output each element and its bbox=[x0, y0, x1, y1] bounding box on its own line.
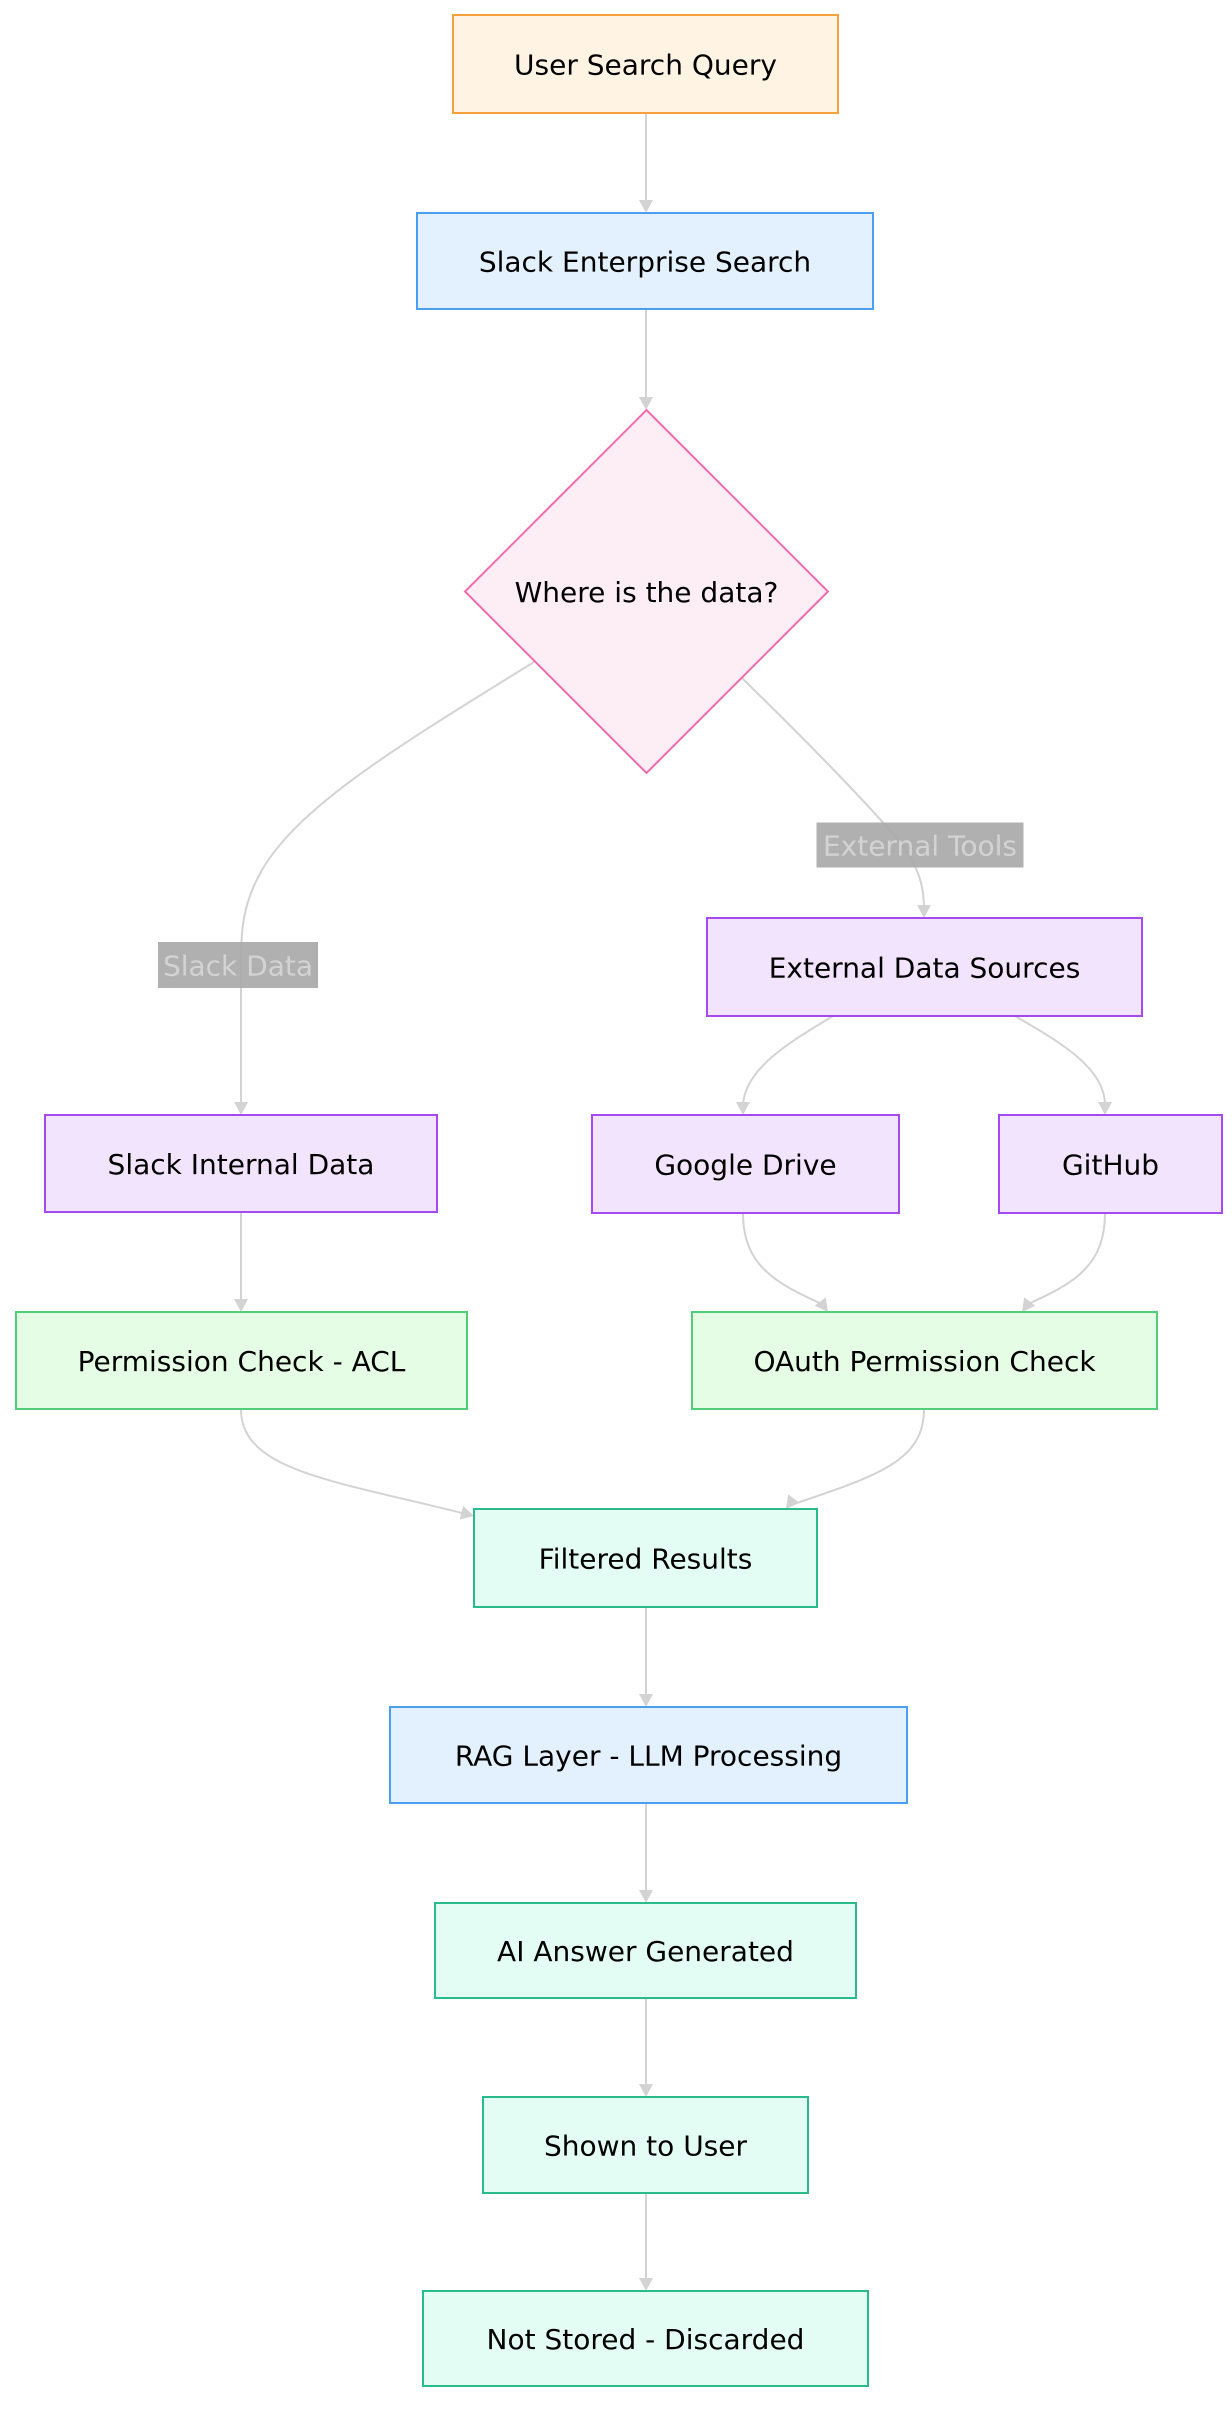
arrow-head-icon bbox=[1098, 1102, 1112, 1115]
edge-line bbox=[240, 1408, 463, 1514]
edge-line bbox=[793, 1408, 925, 1505]
node-label: AI Answer Generated bbox=[497, 1935, 794, 1968]
edge-filtered-to-rag_layer bbox=[639, 1607, 653, 1707]
arrow-head-icon bbox=[639, 397, 653, 410]
node-label: GitHub bbox=[1062, 1149, 1159, 1182]
edge-label-text: Slack Data bbox=[163, 950, 313, 983]
node-box[interactable] bbox=[691, 1311, 1158, 1410]
node-box[interactable] bbox=[473, 1508, 818, 1608]
node-box[interactable] bbox=[416, 212, 874, 310]
decision-diamond[interactable] bbox=[463, 408, 830, 775]
node-box[interactable] bbox=[422, 2290, 869, 2387]
edge-github-to-oauth_check bbox=[1022, 1212, 1106, 1312]
arrow-head-icon bbox=[459, 1505, 474, 1520]
node-box[interactable] bbox=[482, 2096, 809, 2194]
node-label: Shown to User bbox=[544, 2130, 748, 2163]
node-external-sources[interactable]: External Data Sources bbox=[706, 917, 1143, 1017]
edge-label-text: External Tools bbox=[823, 830, 1017, 863]
node-not-stored[interactable]: Not Stored - Discarded bbox=[422, 2290, 869, 2387]
arrow-head-icon bbox=[639, 200, 653, 213]
edge-line bbox=[240, 661, 535, 1105]
node-acl-check[interactable]: Permission Check - ACL bbox=[15, 1311, 468, 1410]
edge-enterprise_search-to-where_data bbox=[639, 309, 653, 410]
edge-ai_answer-to-shown_user bbox=[639, 1998, 653, 2097]
node-user-query[interactable]: User Search Query bbox=[452, 14, 839, 114]
node-enterprise-search[interactable]: Slack Enterprise Search bbox=[416, 212, 874, 310]
node-box[interactable] bbox=[452, 14, 839, 114]
arrow-head-icon bbox=[639, 1694, 653, 1707]
node-label: OAuth Permission Check bbox=[753, 1345, 1096, 1378]
edge-external_sources-to-google_drive bbox=[736, 1015, 834, 1115]
node-where-data[interactable]: Where is the data? bbox=[463, 408, 830, 775]
edge-shown_user-to-not_stored bbox=[639, 2193, 653, 2291]
edge-slack_internal-to-acl_check bbox=[234, 1212, 248, 1312]
node-label: External Data Sources bbox=[769, 952, 1081, 985]
node-label: Not Stored - Discarded bbox=[487, 2323, 805, 2356]
edges-layer bbox=[234, 113, 1112, 2291]
edge-line bbox=[1014, 1015, 1106, 1106]
arrow-head-icon bbox=[917, 905, 931, 918]
edge-label-background bbox=[816, 822, 1024, 868]
node-label: Slack Enterprise Search bbox=[479, 246, 811, 279]
arrow-head-icon bbox=[786, 1494, 800, 1509]
node-box[interactable] bbox=[998, 1114, 1223, 1214]
edge-google_drive-to-oauth_check bbox=[742, 1212, 828, 1312]
edge-labels-layer: Slack Data External Tools bbox=[158, 822, 1024, 988]
node-box[interactable] bbox=[434, 1902, 857, 1999]
node-box[interactable] bbox=[706, 917, 1143, 1017]
edge-line bbox=[741, 677, 925, 909]
edge-where_data-to-external_sources bbox=[741, 677, 931, 918]
node-box[interactable] bbox=[44, 1114, 438, 1213]
node-label: RAG Layer - LLM Processing bbox=[455, 1740, 842, 1773]
node-box[interactable] bbox=[15, 1311, 468, 1410]
node-box[interactable] bbox=[591, 1114, 900, 1214]
edge-where_data-to-slack_internal bbox=[234, 661, 535, 1115]
node-label: Filtered Results bbox=[539, 1543, 753, 1576]
edge-label-background bbox=[158, 942, 318, 988]
node-label: Where is the data? bbox=[515, 576, 779, 609]
node-box[interactable] bbox=[389, 1706, 908, 1804]
node-rag-layer[interactable]: RAG Layer - LLM Processing bbox=[389, 1706, 908, 1804]
node-label: Google Drive bbox=[654, 1149, 836, 1182]
node-label: Permission Check - ACL bbox=[78, 1345, 406, 1378]
arrow-head-icon bbox=[639, 2084, 653, 2097]
edge-oauth_check-to-filtered bbox=[786, 1408, 925, 1509]
node-shown-user[interactable]: Shown to User bbox=[482, 2096, 809, 2194]
node-label: Slack Internal Data bbox=[108, 1148, 375, 1181]
edge-label: External Tools bbox=[816, 822, 1024, 868]
edge-line bbox=[742, 1015, 834, 1106]
arrow-head-icon bbox=[234, 1102, 248, 1115]
node-github[interactable]: GitHub bbox=[998, 1114, 1223, 1214]
edge-external_sources-to-github bbox=[1014, 1015, 1112, 1115]
node-ai-answer[interactable]: AI Answer Generated bbox=[434, 1902, 857, 1999]
node-filtered[interactable]: Filtered Results bbox=[473, 1508, 818, 1608]
arrow-head-icon bbox=[234, 1299, 248, 1312]
arrow-head-icon bbox=[814, 1297, 828, 1312]
edge-user_query-to-enterprise_search bbox=[639, 113, 653, 213]
arrow-head-icon bbox=[639, 2278, 653, 2291]
node-slack-internal[interactable]: Slack Internal Data bbox=[44, 1114, 438, 1213]
node-google-drive[interactable]: Google Drive bbox=[591, 1114, 900, 1214]
arrow-head-icon bbox=[639, 1890, 653, 1903]
edge-line bbox=[742, 1212, 823, 1305]
edge-line bbox=[1027, 1212, 1106, 1305]
arrow-head-icon bbox=[1022, 1297, 1036, 1312]
edge-acl_check-to-filtered bbox=[240, 1408, 474, 1520]
node-oauth-check[interactable]: OAuth Permission Check bbox=[691, 1311, 1158, 1410]
edge-rag_layer-to-ai_answer bbox=[639, 1803, 653, 1903]
arrow-head-icon bbox=[736, 1102, 750, 1115]
edge-label: Slack Data bbox=[158, 942, 318, 988]
node-label: User Search Query bbox=[514, 49, 777, 82]
